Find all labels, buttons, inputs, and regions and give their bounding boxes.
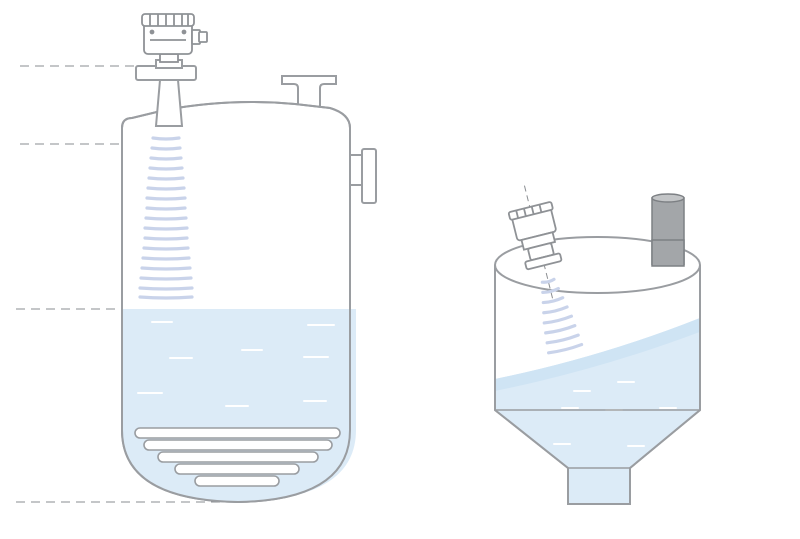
heating-coil-icon bbox=[134, 427, 341, 487]
tank-liquid bbox=[122, 309, 356, 502]
top-nozzle bbox=[281, 75, 337, 112]
sensor-flange bbox=[135, 59, 197, 81]
silo-outlet-liquid bbox=[569, 468, 629, 503]
vertical-reactor-tank bbox=[121, 13, 377, 504]
radar-level-transmitter-icon bbox=[141, 13, 208, 63]
tilted-sensor-assembly bbox=[507, 185, 584, 355]
silo-liquid-dashes bbox=[553, 381, 677, 447]
silo-liquid bbox=[495, 316, 700, 468]
radar-waves bbox=[138, 136, 194, 300]
liquid-highlight-dashes bbox=[137, 321, 335, 407]
radar-level-transmitter-icon bbox=[507, 201, 563, 271]
conical-silo-tank bbox=[494, 185, 701, 505]
silo-top-rim bbox=[494, 236, 701, 294]
horn-antenna bbox=[154, 79, 184, 127]
side-nozzle bbox=[349, 148, 377, 204]
radar-waves-tilted bbox=[540, 277, 584, 355]
